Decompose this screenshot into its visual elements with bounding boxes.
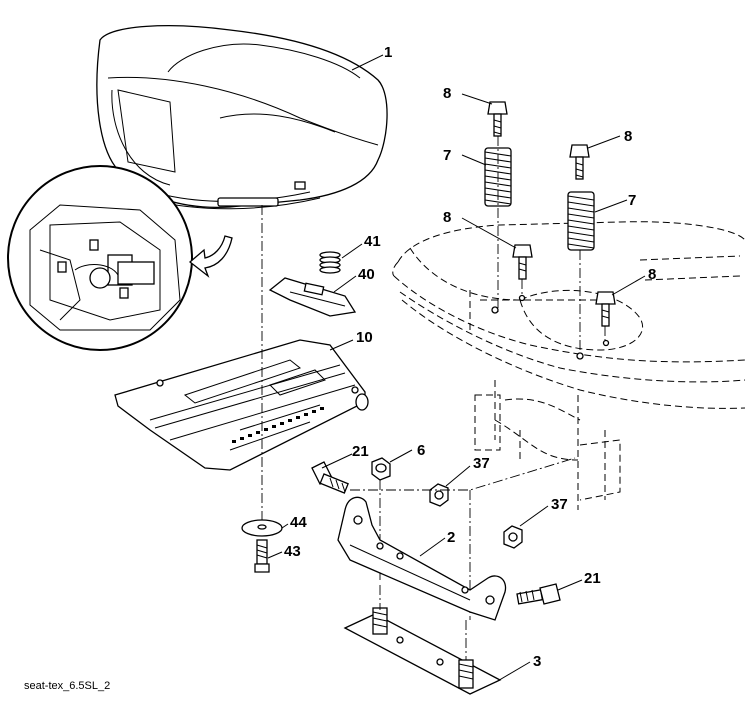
callout-3: 3 (533, 653, 541, 670)
callout-37a: 37 (473, 455, 490, 472)
bracket-part-2 (337, 496, 507, 621)
callout-21b: 21 (584, 570, 601, 587)
latch-part-40 (268, 277, 357, 317)
callout-43: 43 (284, 543, 301, 560)
callout-8c: 8 (443, 209, 451, 226)
callout-10: 10 (356, 329, 373, 346)
seat-part-1 (96, 25, 388, 210)
callout-1: 1 (384, 44, 392, 61)
callout-41: 41 (364, 233, 381, 250)
callout-7b: 7 (628, 192, 636, 209)
bolt-part-8-d (595, 291, 616, 327)
callout-37b: 37 (551, 496, 568, 513)
callout-8d: 8 (648, 266, 656, 283)
callout-8a: 8 (443, 85, 451, 102)
bolt-part-8-a (487, 101, 508, 137)
callout-40: 40 (358, 266, 375, 283)
leader-lines (267, 54, 646, 683)
detail-inset-circle (7, 165, 193, 351)
callout-8b: 8 (624, 128, 632, 145)
nut-part-37-a (429, 483, 449, 507)
nut-part-37-b (503, 525, 523, 549)
bolt-part-21-right (516, 583, 561, 605)
curved-arrow-icon (188, 235, 233, 278)
callout-6: 6 (417, 442, 425, 459)
bolt-part-21-left (311, 461, 349, 494)
bolt-part-8-b (569, 144, 590, 180)
plate-part-3 (343, 607, 502, 695)
bolt-part-43 (254, 539, 270, 573)
spring-part-7-right (567, 191, 595, 251)
washer-part-44 (241, 519, 283, 537)
callout-2: 2 (447, 529, 455, 546)
chassis-outline (392, 221, 746, 510)
bolt-part-8-c (512, 244, 533, 280)
nut-part-6 (371, 457, 391, 481)
diagram-caption: seat-tex_6.5SL_2 (24, 680, 111, 692)
callout-7a: 7 (443, 147, 451, 164)
callout-44: 44 (290, 514, 307, 531)
seat-plate-part-10 (114, 339, 369, 471)
spring-part-41 (319, 251, 341, 274)
callout-21a: 21 (352, 443, 369, 460)
